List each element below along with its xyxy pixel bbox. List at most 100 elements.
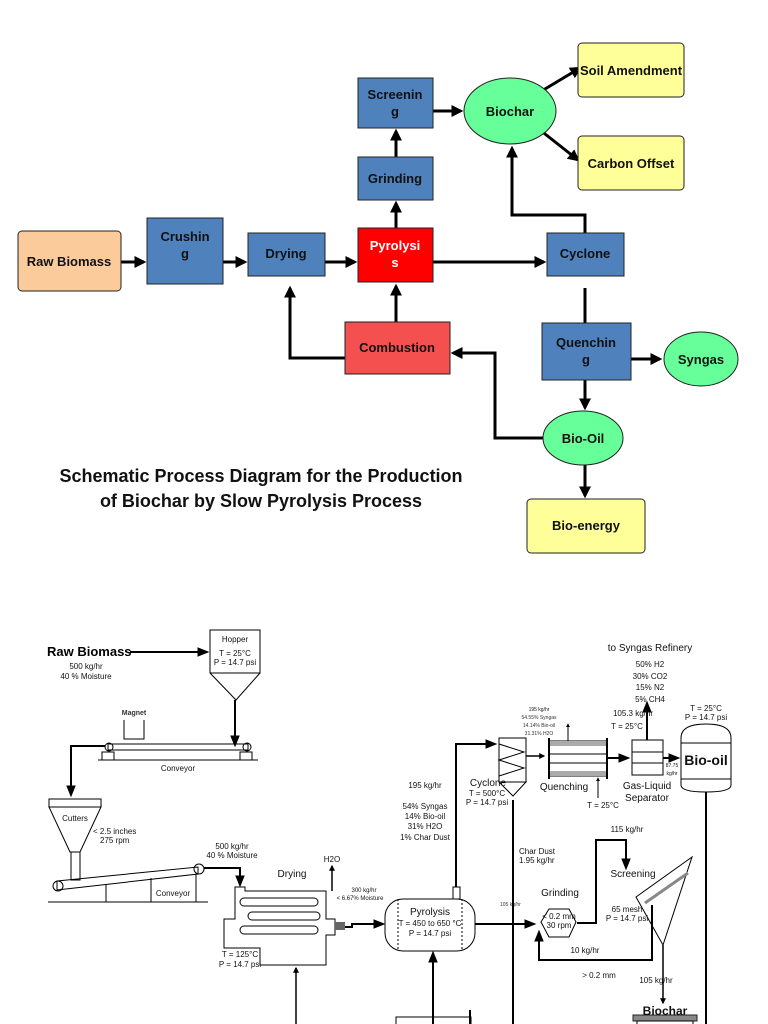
oversize-label: > 0.2 mm	[582, 971, 616, 980]
grinding-label: Grinding	[368, 171, 422, 186]
quench-temp: T = 25°C	[587, 801, 619, 810]
syngas-co2: 30% CO2	[633, 672, 668, 681]
grinding-label: Grinding	[541, 888, 579, 899]
cutters-label: Cutters	[62, 814, 88, 823]
dryer-temp: T = 125°C	[222, 950, 258, 959]
node-raw-biomass: Raw Biomass	[17, 230, 122, 292]
raw-rate: 500 kg/hr	[69, 662, 103, 671]
node-bio-energy: Bio-energy	[526, 498, 646, 554]
node-soil-amendment: Soil Amendment	[577, 42, 685, 98]
cutters-rpm: 275 rpm	[100, 836, 130, 845]
bio-oil-label: Bio-oil	[684, 752, 728, 768]
cutters: Cutters < 2.5 inches 275 rpm	[48, 798, 136, 881]
quench-in-h2o: 31.31% H2O	[525, 731, 554, 737]
biochar-rate: 105 kg/hr	[639, 976, 673, 985]
magnet-label: Magnet	[122, 710, 147, 717]
pyrolysis-reactor: Pyrolysis T = 450 to 650 °C P = 14.7 psi	[384, 886, 476, 1024]
screening-in-rate: 115 kg/hr	[611, 825, 644, 834]
quench-in-syngas: 54.55% Syngas	[521, 715, 557, 721]
soil-amendment-label: Soil Amendment	[580, 63, 683, 78]
diagram-title-line-1: Schematic Process Diagram for the Produc…	[59, 466, 462, 486]
conveyor-2-label: Conveyor	[156, 889, 191, 898]
raw-biomass-label: Raw Biomass	[47, 644, 132, 659]
crushing-label-1: Crushin	[160, 229, 209, 244]
screen-mesh: 65 mesh	[612, 905, 643, 914]
conveyor-1-label: Conveyor	[161, 764, 196, 773]
cyclone-label: Cyclone	[470, 778, 507, 789]
node-crushing: Crushin g	[146, 217, 224, 285]
pyrolysis-label: Pyrolysis	[410, 907, 450, 918]
quenching-label: Quenching	[540, 782, 588, 793]
char-dust-label: Char Dust	[519, 847, 556, 856]
screen: Screening 65 mesh P = 14.7 psi	[606, 855, 693, 947]
carbon-offset-label: Carbon Offset	[588, 156, 675, 171]
separator-label-1: Gas-Liquid	[623, 781, 671, 792]
process-flow-diagram: Raw Biomass 500 kg/hr 40 % Moisture Hopp…	[47, 629, 732, 1024]
biochar-bin: Biochar	[632, 1004, 698, 1024]
screening-label-2: g	[391, 104, 399, 119]
grind-size: < 0.2 mm	[542, 912, 576, 921]
cyclone-label: Cyclone	[560, 246, 611, 261]
recycle-rate: 10 kg/hr	[571, 946, 600, 955]
node-screening: Screenin g	[357, 77, 434, 129]
bio-oil-pressure: P = 14.7 psi	[685, 713, 728, 722]
node-bio-oil: Bio-Oil	[542, 410, 624, 466]
cyclone: Cyclone T = 500°C P = 14.7 psi	[466, 737, 528, 1024]
syngas-ch4: 5% CH4	[635, 695, 665, 704]
node-cyclone: Cyclone	[546, 232, 625, 277]
schematic-arrows	[121, 66, 663, 499]
gas-liquid-separator: Gas-Liquid Separator	[623, 700, 671, 804]
quenching-label-1: Quenchin	[556, 335, 616, 350]
oil-rate-value: 87.75	[666, 763, 679, 769]
dryer-in-moisture: 40 % Moisture	[206, 851, 258, 860]
separator-rate: 105.3 kg/hr	[613, 709, 653, 718]
dryer-out-rate: 300 kg/hr	[351, 888, 376, 894]
gas-char: 1% Char Dust	[400, 833, 451, 842]
gas-syngas: 54% Syngas	[403, 802, 448, 811]
cyclone-temp: T = 500°C	[469, 789, 505, 798]
raw-moisture: 40 % Moisture	[60, 672, 112, 681]
node-quenching: Quenchin g	[541, 322, 632, 381]
pyrolysis-out-rate: 105 kg/hr	[500, 902, 521, 908]
quench-in-biooil: 14.14% Bio-oil	[523, 723, 555, 729]
node-pyrolysis: Pyrolysi s	[357, 227, 434, 283]
dryer-in-rate: 500 kg/hr	[215, 842, 249, 851]
hopper-temp: T = 25°C	[219, 649, 251, 658]
char-dust-rate: 1.95 kg/hr	[519, 856, 555, 865]
quencher: Quenching T = 25°C	[540, 723, 619, 810]
node-biochar: Biochar	[463, 77, 557, 145]
gas-rate: 195 kg/hr	[408, 781, 442, 790]
syngas-label: Syngas	[678, 352, 724, 367]
bio-oil-label: Bio-Oil	[562, 431, 605, 446]
bio-oil-temp: T = 25°C	[690, 704, 722, 713]
diagram-title-line-2: of Biochar by Slow Pyrolysis Process	[100, 491, 422, 511]
screen-pressure: P = 14.7 psi	[606, 914, 649, 923]
separator-temp: T = 25°C	[611, 722, 643, 731]
crushing-label-2: g	[181, 246, 189, 261]
quench-in-rate: 195 kg/hr	[529, 707, 550, 713]
node-syngas: Syngas	[663, 331, 739, 387]
schematic-diagram: Raw Biomass Crushin g Drying Pyrolysi s …	[17, 42, 739, 554]
conveyor-2: Conveyor	[48, 863, 208, 903]
screening-label-1: Screenin	[368, 87, 423, 102]
dryer-out-moisture: < 6.67% Moisture	[337, 896, 385, 902]
cutters-size: < 2.5 inches	[93, 827, 136, 836]
gas-biooil: 14% Bio-oil	[405, 812, 446, 821]
syngas-refinery-label: to Syngas Refinery	[608, 643, 693, 654]
pyrolysis-temp: T = 450 to 650 °C	[399, 919, 462, 928]
node-combustion: Combustion	[344, 321, 451, 375]
pyrolysis-label-2: s	[391, 255, 398, 270]
hopper: Hopper T = 25°C P = 14.7 psi	[209, 629, 261, 748]
syngas-n2: 15% N2	[636, 683, 665, 692]
biochar-label: Biochar	[643, 1004, 688, 1018]
node-grinding: Grinding	[357, 156, 434, 201]
conveyor-1: Conveyor	[98, 742, 258, 773]
combustion-label: Combustion	[359, 340, 435, 355]
gas-h2o: 31% H2O	[408, 822, 443, 831]
node-drying: Drying	[247, 232, 326, 277]
oil-rate-unit: kg/hr	[666, 771, 677, 777]
screening-label: Screening	[610, 869, 655, 880]
cyclone-pressure: P = 14.7 psi	[466, 798, 509, 807]
grind-rpm: 30 rpm	[547, 921, 572, 930]
